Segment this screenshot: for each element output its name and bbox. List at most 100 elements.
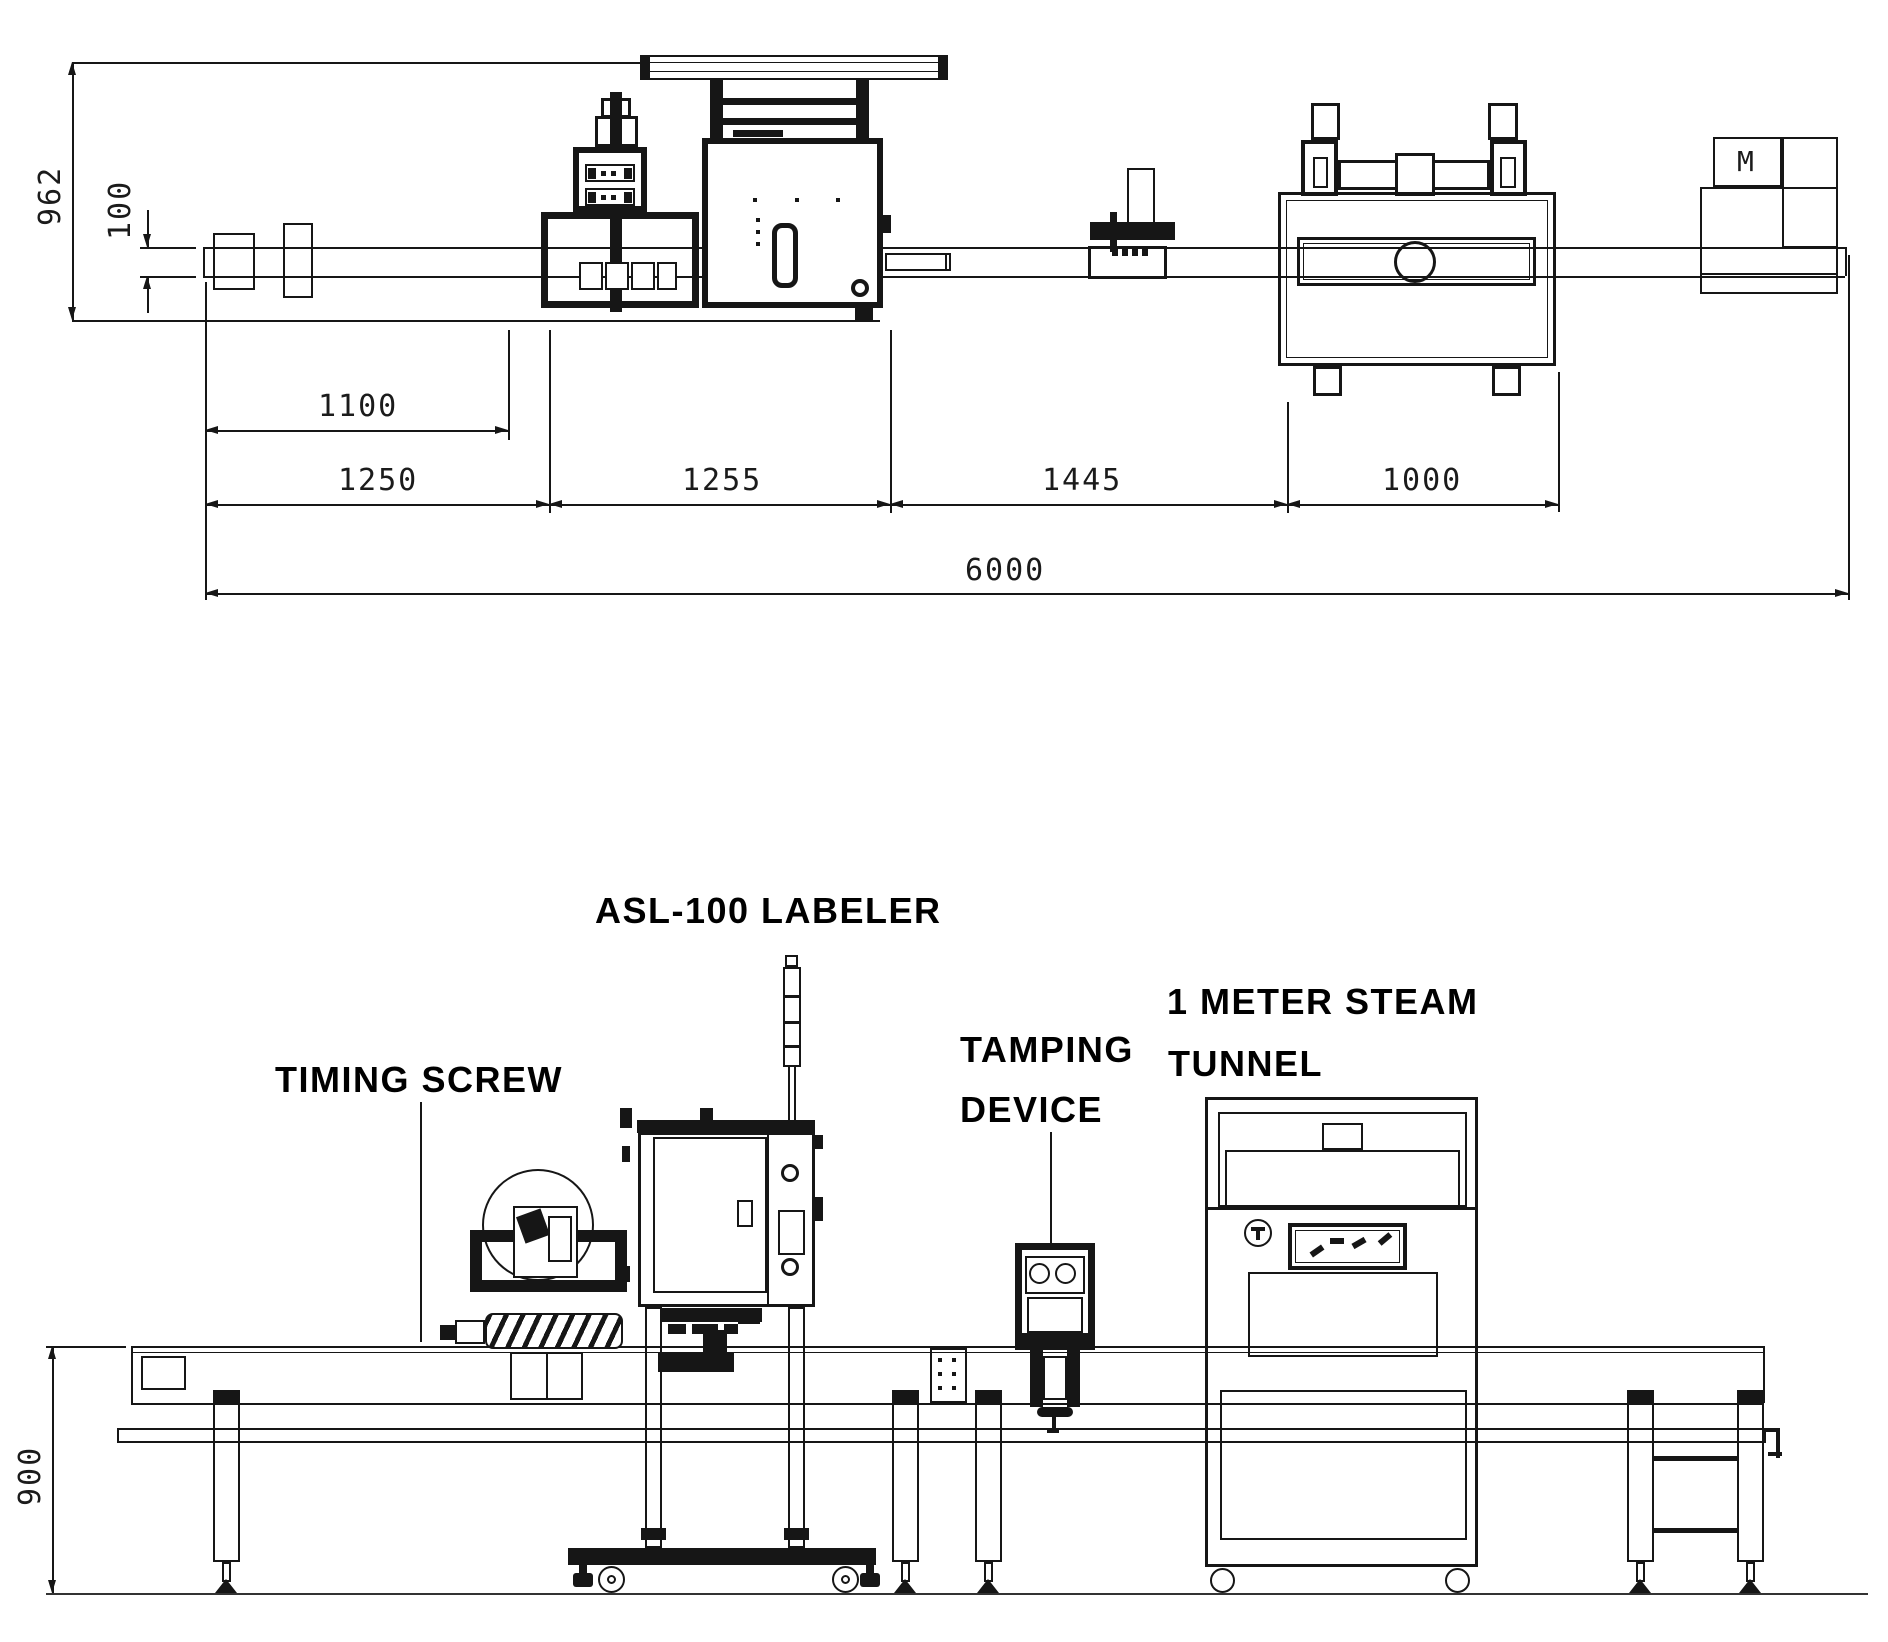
cabinet-hinge bbox=[622, 1266, 630, 1282]
dim-100-line-up bbox=[147, 210, 149, 247]
belt-dot bbox=[952, 1386, 956, 1390]
tunnel-lower-panel bbox=[1220, 1390, 1467, 1540]
tamper-tooth bbox=[1112, 248, 1118, 256]
tunnel-display-inner bbox=[1295, 1230, 1400, 1263]
plan-labeler-knob bbox=[851, 279, 869, 297]
tamper-foot bbox=[1037, 1407, 1073, 1417]
labeler-door bbox=[653, 1137, 767, 1293]
plan-tunnel-tab bbox=[1313, 366, 1342, 396]
plan-overhead-crossbar bbox=[733, 130, 783, 137]
timing-screw-side bbox=[485, 1313, 623, 1349]
leg-foot bbox=[1629, 1579, 1651, 1593]
applicator-bit bbox=[668, 1324, 686, 1334]
stand-caster bbox=[832, 1566, 859, 1593]
dim-962-ext-top bbox=[72, 62, 640, 64]
labeler-cabinet-side bbox=[638, 1132, 815, 1307]
dim-1250-text: 1250 bbox=[338, 463, 419, 498]
plan-screw-topbox bbox=[601, 98, 631, 118]
plan-tunnel-body-inner bbox=[1286, 200, 1548, 358]
dim-ext bbox=[549, 330, 551, 512]
conveyor-left-box bbox=[141, 1356, 186, 1390]
cabinet-divider bbox=[767, 1132, 769, 1307]
tunnel-divider bbox=[1205, 1207, 1478, 1210]
leg-bracket bbox=[892, 1390, 919, 1403]
plan-screw-lobe bbox=[631, 262, 655, 290]
tamper-dial bbox=[1055, 1263, 1076, 1284]
dim-900-ext bbox=[46, 1346, 126, 1348]
stand-caster-hub bbox=[841, 1575, 850, 1584]
gear-dot bbox=[601, 171, 606, 176]
labeler-title: ASL-100 LABELER bbox=[595, 890, 942, 931]
tamper-dial bbox=[1029, 1263, 1050, 1284]
tamper-foot-tip bbox=[1047, 1430, 1059, 1433]
tunnel-logo-circle bbox=[1244, 1219, 1272, 1247]
plan-tunnel-post-cap bbox=[1488, 103, 1518, 140]
plan-motor-base bbox=[1700, 187, 1838, 294]
leg-frame-bar bbox=[1654, 1456, 1737, 1461]
conveyor-left-cap bbox=[131, 1346, 133, 1403]
belt-dot bbox=[952, 1358, 956, 1362]
dim-100-tick-top bbox=[140, 247, 196, 249]
gear-dot bbox=[624, 168, 632, 179]
screw-shaft-box bbox=[455, 1320, 485, 1344]
dim-1100-text: 1100 bbox=[318, 389, 399, 424]
conveyor-top bbox=[131, 1346, 1763, 1348]
plan-overhead-crossbar bbox=[723, 118, 856, 125]
leg-bracket bbox=[975, 1390, 1002, 1403]
conveyor-bottom bbox=[131, 1403, 1763, 1405]
dim-100-text: 100 bbox=[103, 179, 138, 240]
stand-collar bbox=[784, 1528, 809, 1540]
dim-arrow bbox=[1545, 500, 1558, 508]
rail-hook bbox=[1768, 1452, 1782, 1456]
gear-dot bbox=[611, 195, 616, 200]
plan-tunnel-post-slot bbox=[1500, 157, 1516, 188]
cabinet-knob bbox=[781, 1258, 799, 1276]
beacon-divider bbox=[783, 995, 801, 998]
dim-arrow bbox=[1835, 589, 1848, 597]
dim-arrow bbox=[1287, 500, 1300, 508]
labeler-dot bbox=[753, 198, 757, 202]
plan-conveyor-right-cap bbox=[1845, 247, 1847, 276]
plan-tunnel-post-cap bbox=[1311, 103, 1340, 140]
conveyor-leg bbox=[1627, 1390, 1654, 1562]
stand-base bbox=[568, 1548, 876, 1565]
bottle-glyph bbox=[1330, 1238, 1344, 1244]
dim-arrow bbox=[205, 500, 218, 508]
leg-foot bbox=[977, 1579, 999, 1593]
door-handle bbox=[737, 1200, 753, 1227]
plan-tamper-stem bbox=[1127, 168, 1155, 224]
dim-1445-text: 1445 bbox=[1042, 463, 1123, 498]
tunnel-caster bbox=[1445, 1568, 1470, 1593]
plan-screw-lobe bbox=[605, 262, 629, 290]
dim-arrow bbox=[1274, 500, 1287, 508]
beacon-divider bbox=[783, 1045, 801, 1048]
stand-post bbox=[788, 1307, 805, 1548]
dim-arrow bbox=[205, 589, 218, 597]
screw-tray-divider bbox=[546, 1352, 548, 1400]
plan-screw-lobe bbox=[657, 262, 677, 290]
labeler-dot bbox=[756, 242, 760, 246]
dim-arrow bbox=[877, 500, 890, 508]
stand-foot-pad bbox=[573, 1573, 593, 1587]
plan-outfeed-rail bbox=[885, 253, 951, 271]
conveyor-leg bbox=[213, 1390, 240, 1562]
dim-962-ext-bottom bbox=[72, 320, 880, 322]
beacon-pole bbox=[794, 1067, 796, 1120]
dim-ext bbox=[1287, 402, 1289, 512]
tamper-tooth bbox=[1142, 248, 1148, 256]
gear-dot bbox=[624, 192, 632, 203]
stand-caster-hub bbox=[607, 1575, 616, 1584]
labeler-dot bbox=[756, 230, 760, 234]
conveyor-leg bbox=[1737, 1390, 1764, 1562]
tamper-base bbox=[1015, 1333, 1095, 1350]
tunnel-opening bbox=[1248, 1272, 1438, 1357]
plan-labeler-cabinet bbox=[702, 138, 883, 308]
applicator-base bbox=[658, 1352, 734, 1372]
tamping-pointer bbox=[1050, 1132, 1052, 1243]
plan-conveyor-bottom-edge bbox=[203, 276, 1845, 278]
tamper-cylinder bbox=[1043, 1356, 1067, 1400]
leg-bracket bbox=[213, 1390, 240, 1403]
dim-ext bbox=[890, 330, 892, 512]
tunnel-top-block bbox=[1322, 1123, 1363, 1150]
tamper-tooth bbox=[1132, 248, 1138, 256]
